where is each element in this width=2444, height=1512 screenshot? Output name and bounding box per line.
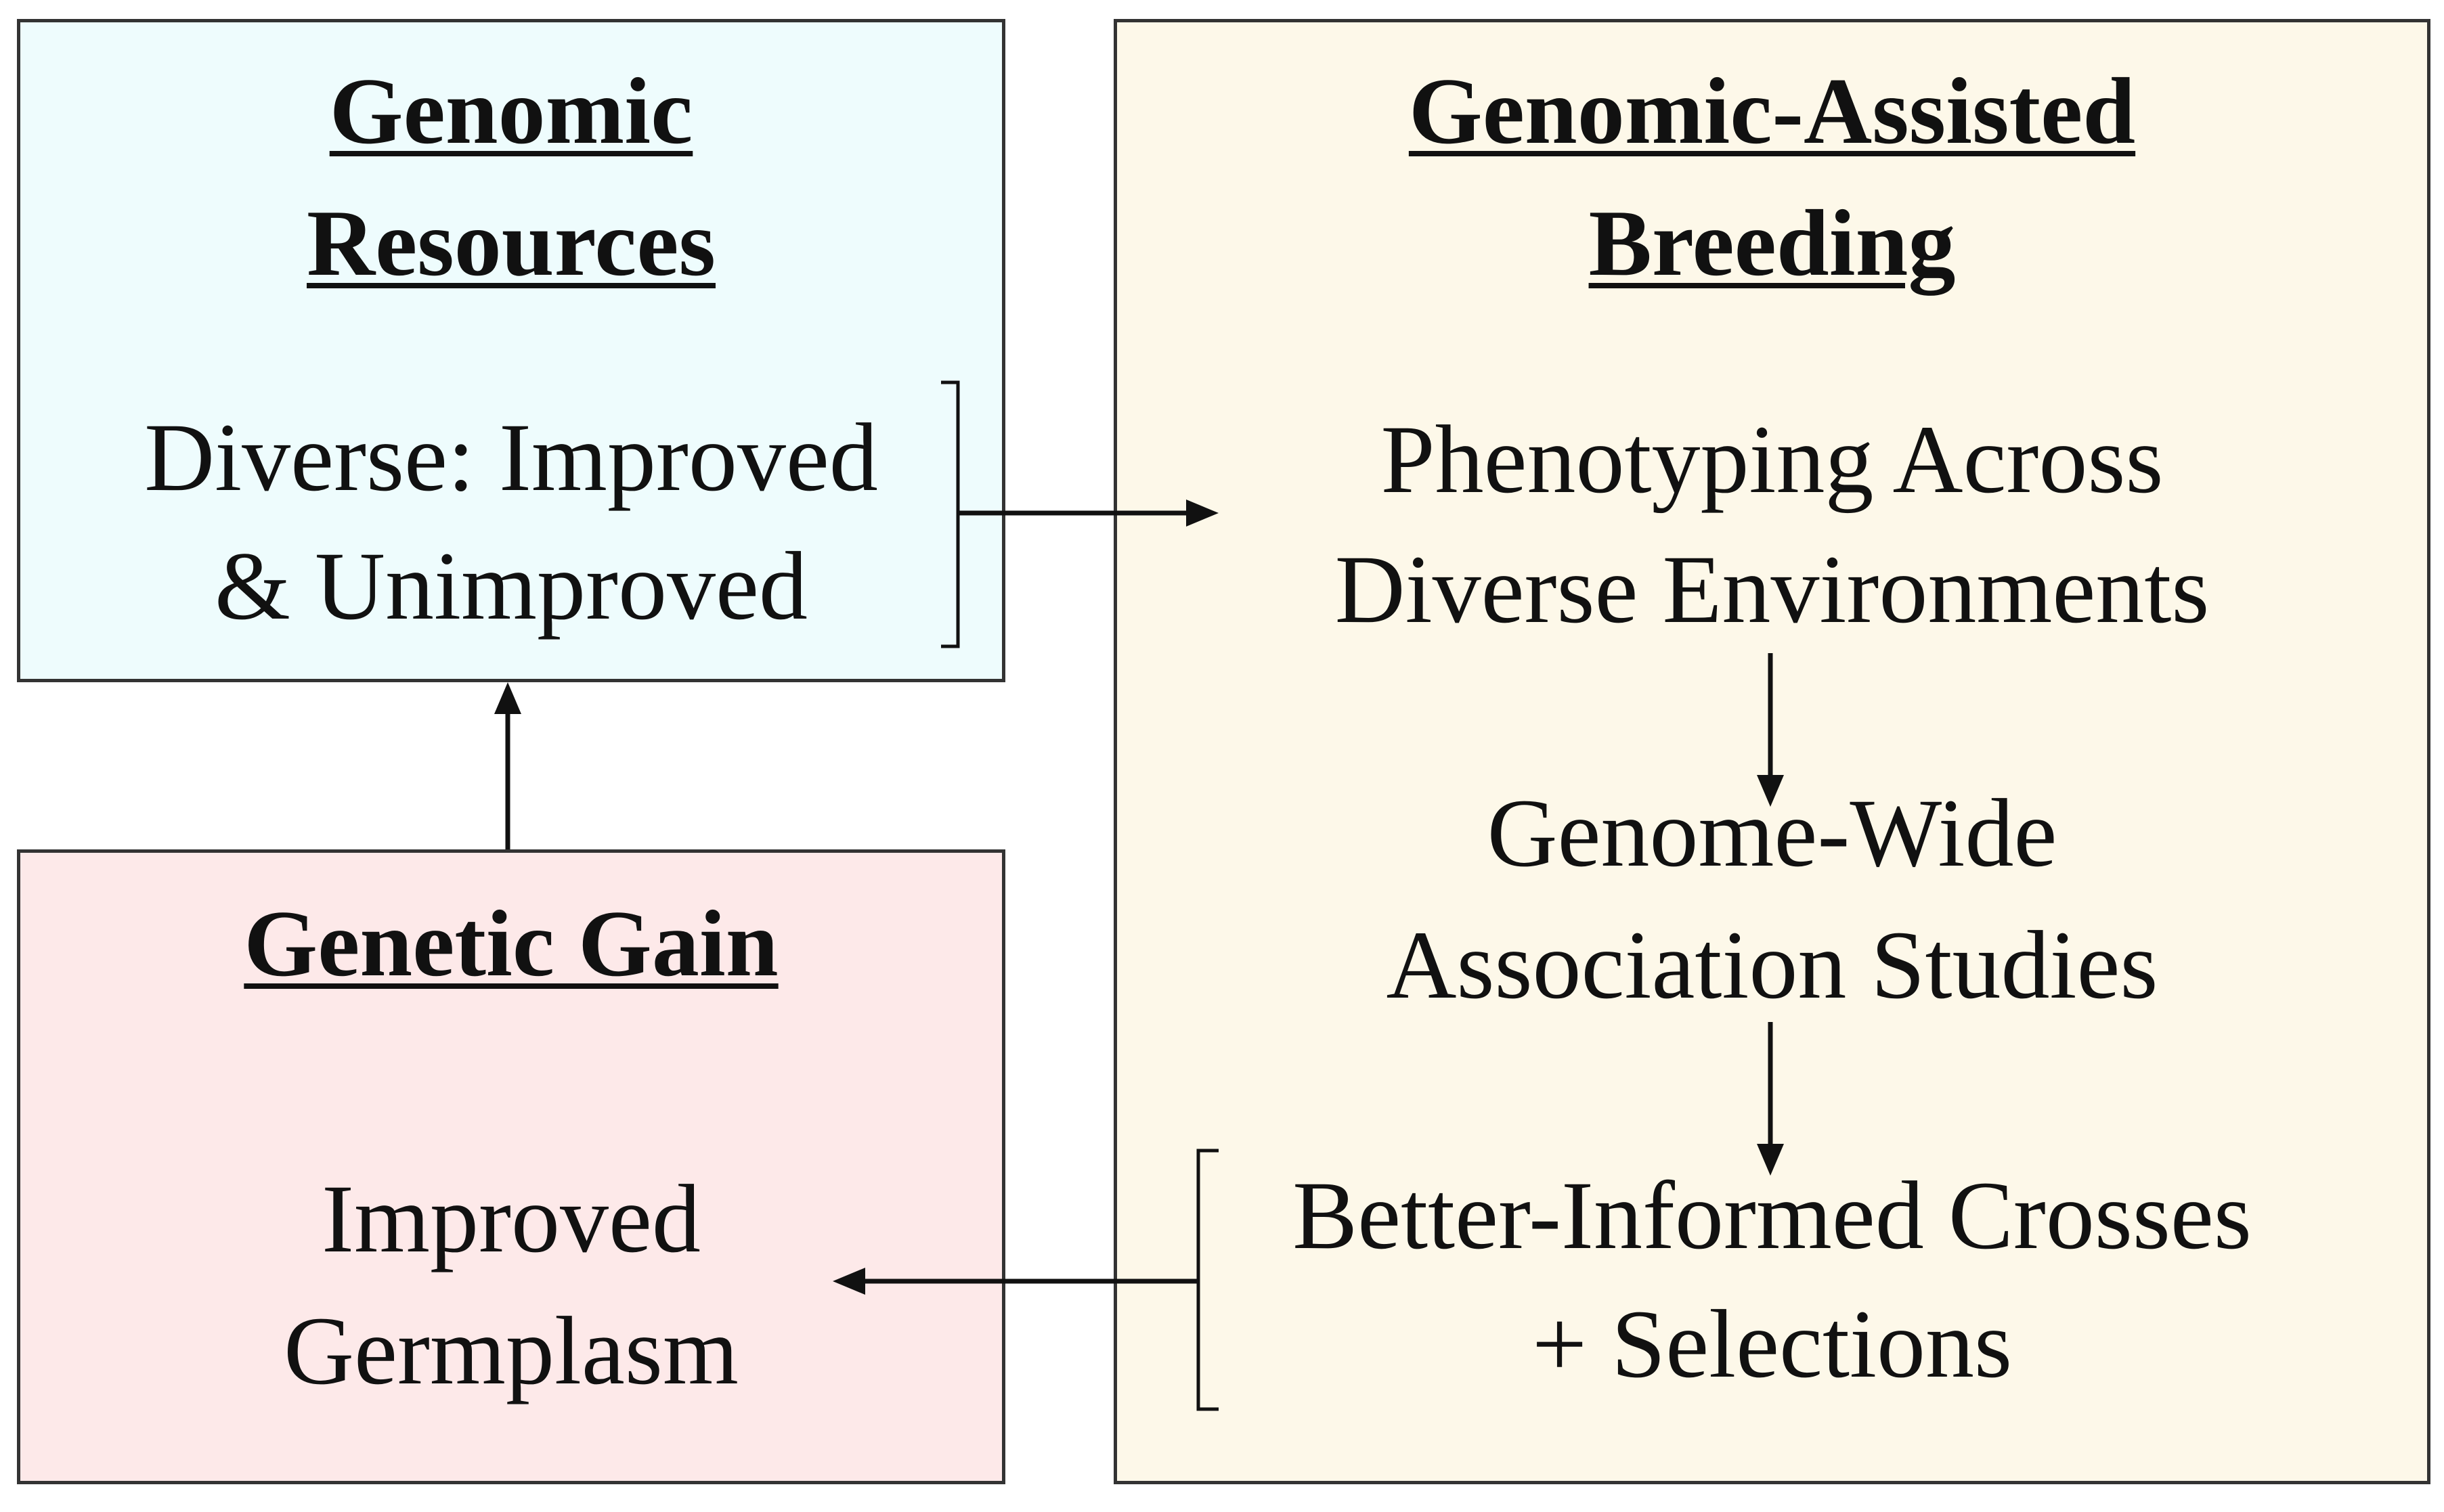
- genetic-gain-body-line2: Germplasm: [284, 1297, 739, 1405]
- genetic-gain-body-line1: Improved: [322, 1165, 701, 1273]
- breeding-heading-line2: Breeding: [1588, 191, 1956, 296]
- genomic-resources-body-line1: Diverse: Improved: [144, 404, 878, 512]
- arrowhead-gain-to-resources: [494, 682, 521, 714]
- gwas-step-line1: Genome-Wide: [1487, 780, 2057, 887]
- gwas-step-line2: Association Studies: [1386, 912, 2158, 1019]
- genomic-resources-body-line2: & Unimproved: [215, 533, 808, 640]
- crosses-step-line2: + Selections: [1531, 1291, 2013, 1398]
- genomic-resources-heading-line2: Resources: [307, 191, 716, 296]
- genetic-gain-heading: Genetic Gain: [244, 891, 779, 996]
- phenotyping-step-line1: Phenotyping Across: [1380, 406, 2164, 514]
- phenotyping-step-line2: Diverse Environments: [1334, 536, 2210, 644]
- crosses-step-line1: Better-Informed Crosses: [1292, 1162, 2252, 1270]
- genomic-resources-heading-line1: Genomic: [329, 59, 693, 164]
- genomic-resources-box: [17, 19, 1005, 682]
- genetic-gain-box: [17, 849, 1005, 1484]
- breeding-heading-line1: Genomic-Assisted: [1408, 59, 2136, 164]
